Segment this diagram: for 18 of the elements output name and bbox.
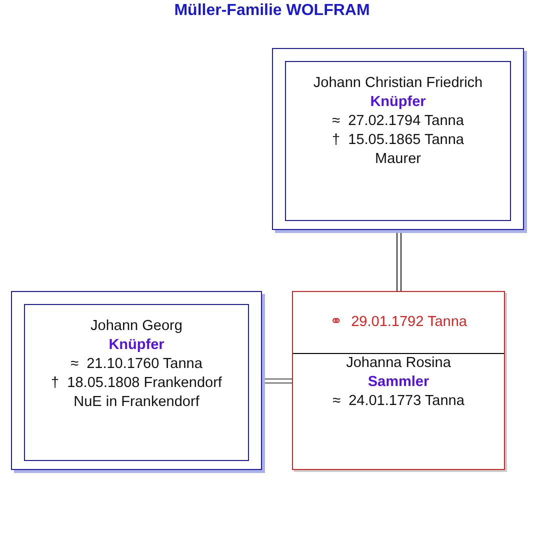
person-name: Johann Christian Friedrich xyxy=(313,74,483,93)
person-name: Johann Georg xyxy=(90,317,182,336)
family-card xyxy=(292,291,505,470)
person-card xyxy=(272,48,524,230)
life-event: ≈ 21.10.1760 Tanna xyxy=(70,355,202,374)
person-name: Johanna Rosina xyxy=(346,354,451,373)
life-event: Maurer xyxy=(375,150,421,169)
life-event: ≈ 27.02.1794 Tanna xyxy=(332,112,464,131)
marriage-date: ⚭ 29.01.1792 Tanna xyxy=(330,313,467,332)
surname: Knüpfer xyxy=(108,336,164,355)
life-event: ≈ 24.01.1773 Tanna xyxy=(332,392,464,411)
diagram-title: Müller-Familie WOLFRAM xyxy=(173,2,371,20)
person-card xyxy=(11,291,262,470)
life-event: † 15.05.1865 Tanna xyxy=(332,131,464,150)
surname: Sammler xyxy=(368,373,430,392)
life-event: NuE in Frankendorf xyxy=(74,393,200,412)
surname: Knüpfer xyxy=(370,93,426,112)
life-event: † 18.05.1808 Frankendorf xyxy=(51,374,222,393)
